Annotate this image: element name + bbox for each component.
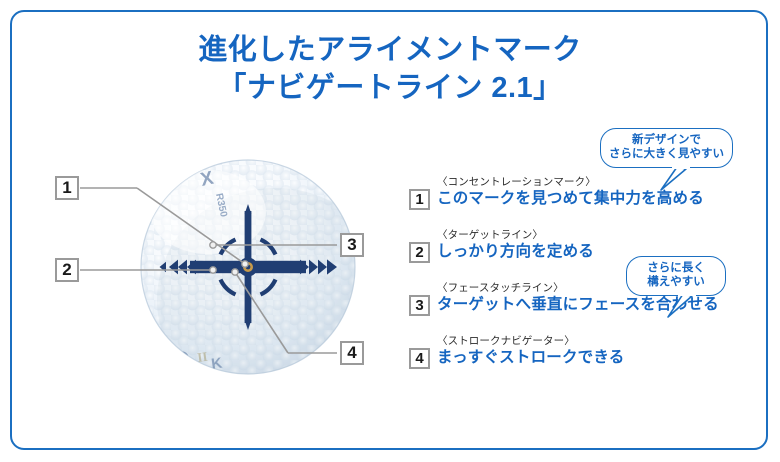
legend-number-2: 2: [409, 242, 430, 263]
bubble-2-line-2: 構えやすい: [647, 276, 705, 289]
bubble-1-line-2: さらに大きく見やすい: [609, 148, 724, 161]
outer-frame: [10, 10, 768, 450]
title-line-1: 進化したアライメントマーク: [198, 34, 582, 66]
diagram-callout-2[interactable]: 2: [55, 258, 79, 282]
legend-body-1: 〈コンセントレーションマーク〉 このマークを見つめて集中力を高める: [437, 176, 739, 208]
bubble-1-tail-icon: [660, 166, 690, 191]
legend-item-1[interactable]: 1 〈コンセントレーションマーク〉 このマークを見つめて集中力を高める: [409, 176, 739, 218]
legend-sub-2: 〈ターゲットライン〉: [437, 229, 543, 241]
legend-body-2: 〈ターゲットライン〉 しっかり方向を定める: [437, 229, 739, 261]
legend-main-2: しっかり方向を定める: [437, 243, 595, 261]
diagram-callout-3[interactable]: 3: [340, 233, 364, 257]
page-title: 進化したアライメントマーク 「ナビゲートライン 2.1」: [0, 32, 780, 107]
legend-sub-3: 〈フェースタッチライン〉: [437, 282, 564, 294]
legend-main-4: まっすぐストロークできる: [437, 349, 625, 367]
right-chevrons: [300, 259, 337, 275]
legend-body-3: 〈フェースタッチライン〉 ターゲットへ垂直にフェースを合わせる: [437, 282, 739, 314]
legend-item-3[interactable]: 3 〈フェースタッチライン〉 ターゲットへ垂直にフェースを合わせる: [409, 282, 739, 324]
legend-item-4[interactable]: 4 〈ストロークナビゲーター〉 まっすぐストロークできる: [409, 335, 739, 377]
legend-number-4: 4: [409, 348, 430, 369]
bubble-2-line-1: さらに長く: [647, 262, 705, 274]
diagram-callout-1[interactable]: 1: [55, 176, 79, 200]
legend-item-2[interactable]: 2 〈ターゲットライン〉 しっかり方向を定める: [409, 229, 739, 271]
diagram-callout-4[interactable]: 4: [340, 341, 364, 365]
callout-bubble-new-design: 新デザインで さらに大きく見やすい: [600, 128, 733, 168]
legend-number-1: 1: [409, 189, 430, 210]
svg-text:II: II: [196, 349, 208, 365]
title-line-2: 「ナビゲートライン 2.1」: [217, 71, 563, 104]
center-pin: [245, 264, 251, 270]
bubble-1-line-1: 新デザインで: [632, 134, 701, 146]
legend-list: 1 〈コンセントレーションマーク〉 このマークを見つめて集中力を高める 2 〈タ…: [409, 176, 739, 388]
legend-main-1: このマークを見つめて集中力を高める: [437, 190, 704, 208]
legend-body-4: 〈ストロークナビゲーター〉 まっすぐストロークできる: [437, 335, 739, 367]
bubble-2-tail-icon: [667, 293, 696, 318]
legend-sub-4: 〈ストロークナビゲーター〉: [437, 335, 575, 347]
legend-main-3: ターゲットへ垂直にフェースを合わせる: [437, 296, 719, 314]
callout-bubble-longer: さらに長く 構えやすい: [626, 256, 726, 296]
svg-text:X: X: [199, 168, 216, 191]
svg-text:D: D: [174, 347, 191, 371]
legend-sub-1: 〈コンセントレーションマーク〉: [437, 176, 596, 188]
legend-number-3: 3: [409, 295, 430, 316]
